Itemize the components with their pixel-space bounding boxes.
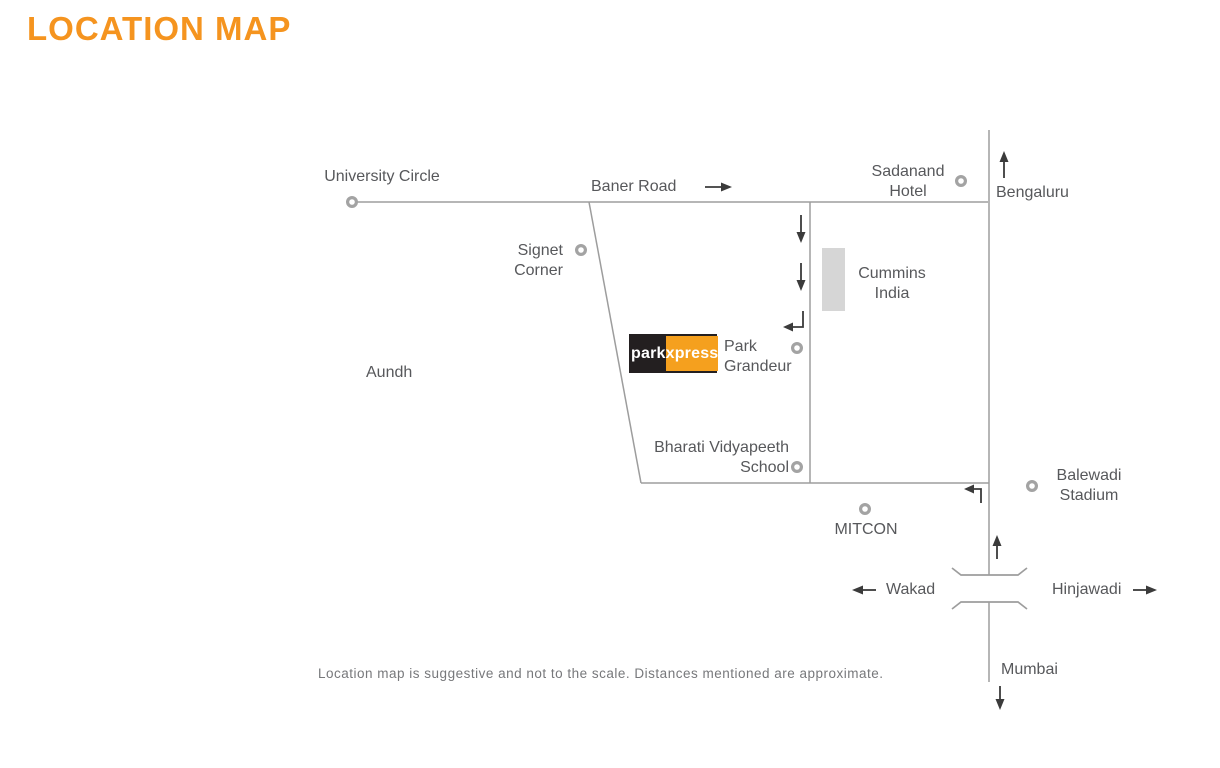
label-park-grandeur: Park Grandeur [724,338,792,375]
sadanand-hotel-marker [954,175,967,188]
flyover-symbol [951,567,1028,610]
signet-corner-road [588,201,642,484]
label-cummins-india: Cummins India [858,265,926,302]
label-balewadi-stadium: Balewadi Stadium [1056,467,1122,504]
mitcon-marker [858,503,871,516]
bharati-vidyapeeth-school-marker [790,461,803,474]
label-bharati-vidyapeeth-school: Bharati Vidyapeeth School [654,439,789,476]
mumbai-south-arrow [995,686,1005,710]
label-baner-road: Baner Road [591,178,677,195]
park-grandeur-marker [790,342,803,355]
label-sadanand-hotel: Sadanand Hotel [871,163,945,200]
signet-corner-marker [574,244,587,257]
label-wakad: Wakad [886,581,936,598]
hinjawadi-east-arrow [1133,585,1157,595]
flyover-bottom [951,601,1028,610]
junction-turn-left-arrow [964,484,982,503]
wakad-west-arrow [852,585,876,595]
label-signet-corner: Signet Corner [514,242,563,279]
balewadi-stadium-marker [1025,480,1038,493]
label-bengaluru: Bengaluru [996,184,1069,201]
cummins-india-block [822,248,845,311]
label-university-circle: University Circle [324,168,440,185]
label-mitcon: MITCON [834,521,898,538]
inner-road-south-arrow-2 [796,263,806,291]
map-disclaimer: Location map is suggestive and not to th… [318,666,884,681]
inner-road-south-arrow-1 [796,215,806,243]
parkxpress-logo-park: park [631,336,666,371]
parkxpress-logo-xpress: xpress [665,336,719,371]
parkxpress-logo: park xpress [629,334,719,373]
entry-turn-left-arrow [783,311,804,332]
label-hinjawadi: Hinjawadi [1052,581,1122,598]
bengaluru-north-arrow [999,151,1009,178]
highway-north-arrow [992,535,1002,559]
flyover-top [951,567,1028,576]
label-aundh: Aundh [366,364,413,381]
baner-road-east-arrow [705,182,732,192]
page-title: LOCATION MAP [27,10,292,47]
university-circle-marker [346,196,359,209]
label-mumbai: Mumbai [1001,661,1058,678]
